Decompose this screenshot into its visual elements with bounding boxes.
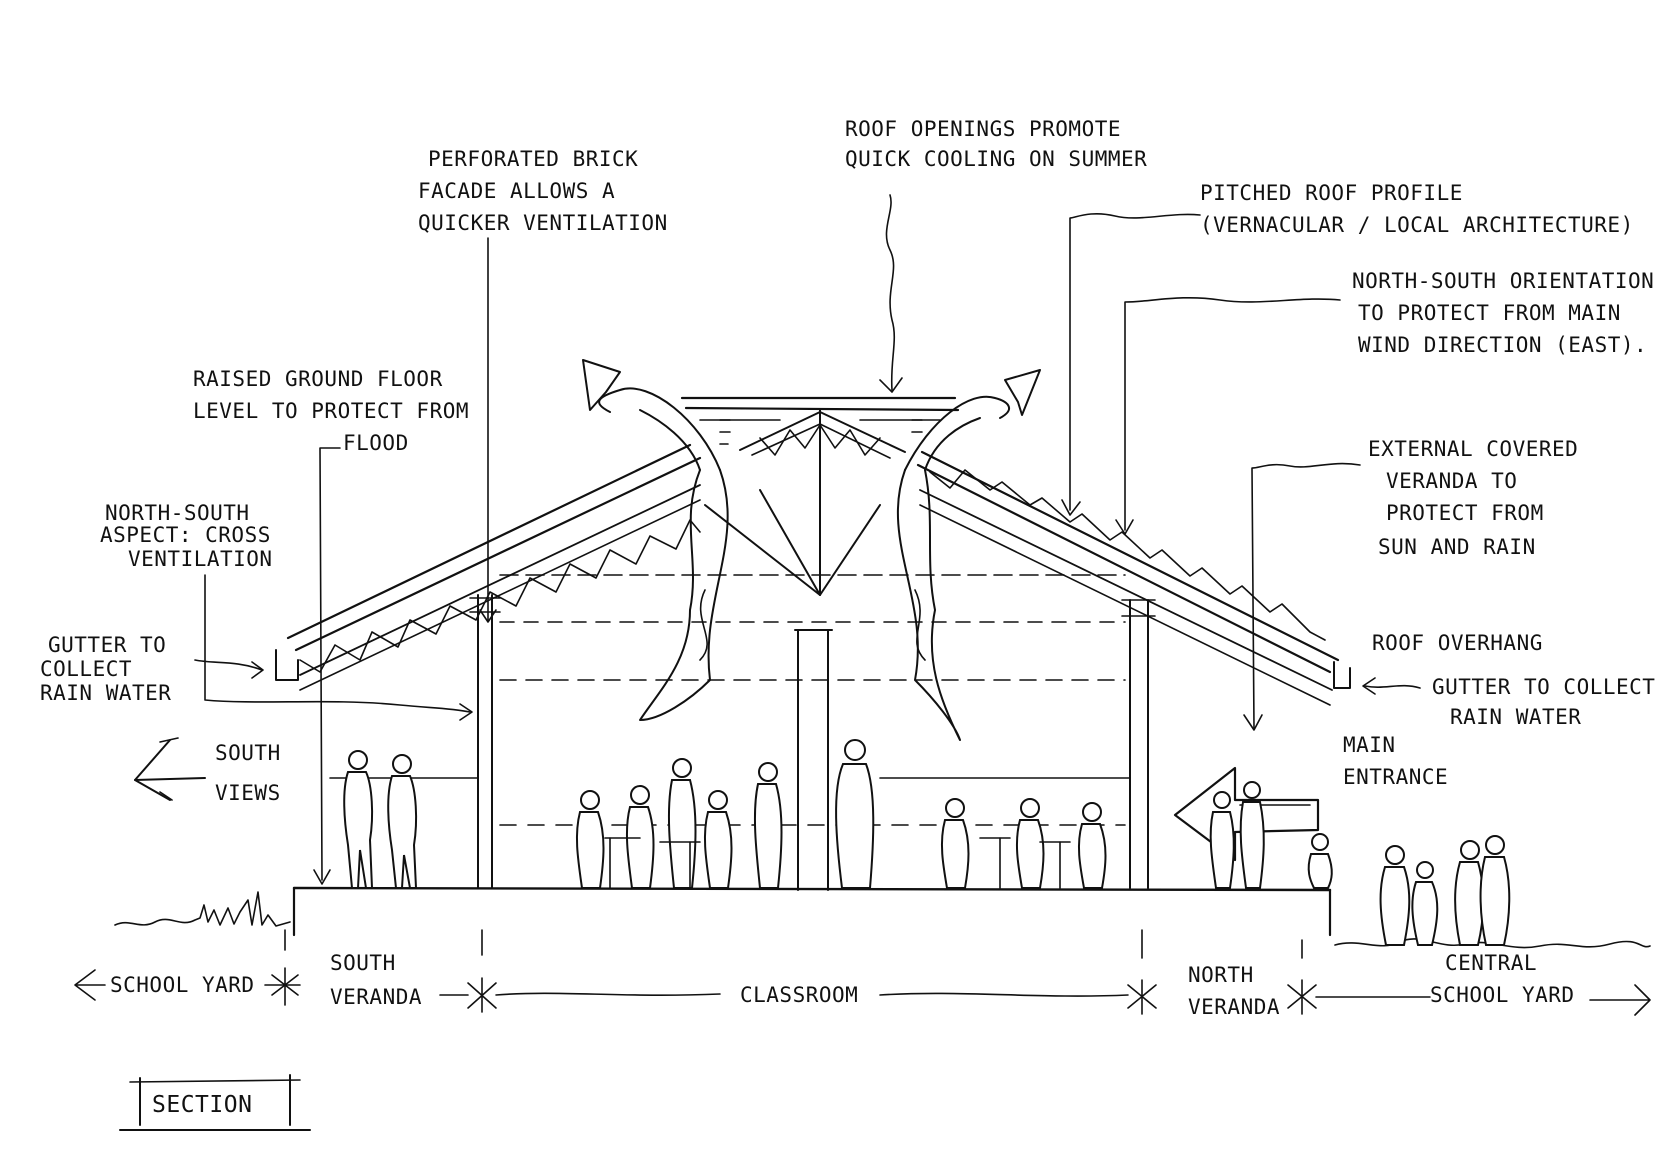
gutter-right-line-2: RAIN WATER	[1450, 705, 1581, 729]
leader-lines	[134, 194, 1421, 885]
figure-class-1	[575, 790, 605, 889]
central-truss	[704, 409, 881, 891]
veranda-line-3: PROTECT FROM	[1386, 501, 1544, 525]
gutter-right-line-1: GUTTER TO COLLECT	[1432, 675, 1655, 699]
figure-south-2	[387, 754, 418, 889]
figure-class-4	[703, 790, 733, 889]
cross-vent-line-1: NORTH-SOUTH	[105, 501, 250, 525]
gutter-left-line-1: GUTTER TO	[48, 633, 166, 657]
veranda-line-2: VERANDA TO	[1386, 469, 1517, 493]
annotation-texts: ROOF OPENINGS PROMOTE QUICK COOLING ON S…	[40, 117, 1655, 805]
roof-openings-line-1: ROOF OPENINGS PROMOTE	[845, 117, 1121, 141]
pitched-roof-line-2: (VERNACULAR / LOCAL ARCHITECTURE)	[1200, 213, 1634, 237]
figure-north-2	[1239, 781, 1265, 889]
section-label: SECTION	[152, 1092, 252, 1118]
figure-class-3	[667, 758, 697, 889]
airflow-arrows	[582, 359, 1041, 741]
south-views-line-2: VIEWS	[215, 781, 281, 805]
figure-yard-4	[1479, 835, 1511, 946]
figure-class-8	[1077, 802, 1107, 889]
figure-class-6	[940, 798, 970, 889]
zone-axis	[74, 929, 1651, 1016]
zone-classroom: CLASSROOM	[740, 983, 858, 1007]
zone-north-veranda-line-1: NORTH	[1188, 963, 1254, 987]
roof-openings-line-2: QUICK COOLING ON SUMMER	[845, 147, 1147, 171]
gutter-left-line-2: COLLECT	[40, 657, 132, 681]
orientation-line-1: NORTH-SOUTH ORIENTATION	[1352, 269, 1654, 293]
figure-teacher	[835, 739, 875, 889]
figure-yard-2	[1411, 861, 1439, 946]
zone-central-yard-line-2: SCHOOL YARD	[1430, 983, 1575, 1007]
cross-vent-line-2: ASPECT: CROSS	[100, 523, 271, 547]
veranda-line-4: SUN AND RAIN	[1378, 535, 1536, 559]
figure-north-1	[1209, 791, 1235, 889]
people-figures	[343, 739, 1511, 946]
orientation-line-3: WIND DIRECTION (EAST).	[1358, 333, 1647, 357]
main-entrance-line-2: ENTRANCE	[1343, 765, 1448, 789]
roof-overhang-label: ROOF OVERHANG	[1372, 631, 1543, 655]
perforated-line-1: PERFORATED BRICK	[428, 147, 638, 171]
south-views-line-1: SOUTH	[215, 741, 281, 765]
gutter-left-line-3: RAIN WATER	[40, 681, 171, 705]
zone-central-yard-line-1: CENTRAL	[1445, 951, 1537, 975]
figure-class-5	[753, 762, 783, 889]
perforated-line-3: QUICKER VENTILATION	[418, 211, 668, 235]
section-label-box	[119, 1074, 311, 1131]
zone-north-veranda-line-2: VERANDA	[1188, 995, 1280, 1019]
figure-north-3	[1307, 833, 1333, 889]
zone-school-yard: SCHOOL YARD	[110, 973, 255, 997]
figure-south-1	[343, 750, 374, 889]
raised-floor-line-3: FLOOD	[343, 431, 409, 455]
orientation-line-2: TO PROTECT FROM MAIN	[1358, 301, 1621, 325]
cross-vent-line-3: VENTILATION	[128, 547, 273, 571]
figure-yard-1	[1379, 845, 1411, 946]
raised-floor-line-2: LEVEL TO PROTECT FROM	[193, 399, 469, 423]
pitched-roof-line-1: PITCHED ROOF PROFILE	[1200, 181, 1463, 205]
figure-class-2	[625, 785, 655, 889]
raised-floor-line-1: RAISED GROUND FLOOR	[193, 367, 443, 391]
main-entrance-line-1: MAIN	[1343, 733, 1396, 757]
veranda-line-1: EXTERNAL COVERED	[1368, 437, 1578, 461]
perforated-line-2: FACADE ALLOWS A	[418, 179, 615, 203]
zone-texts: SCHOOL YARD SOUTH VERANDA CLASSROOM NORT…	[110, 951, 1575, 1019]
figure-class-7	[1015, 798, 1045, 889]
zone-south-veranda-line-1: SOUTH	[330, 951, 396, 975]
figure-yard-3	[1454, 840, 1485, 946]
zone-south-veranda-line-2: VERANDA	[330, 985, 422, 1009]
roof-structure	[275, 396, 1351, 706]
